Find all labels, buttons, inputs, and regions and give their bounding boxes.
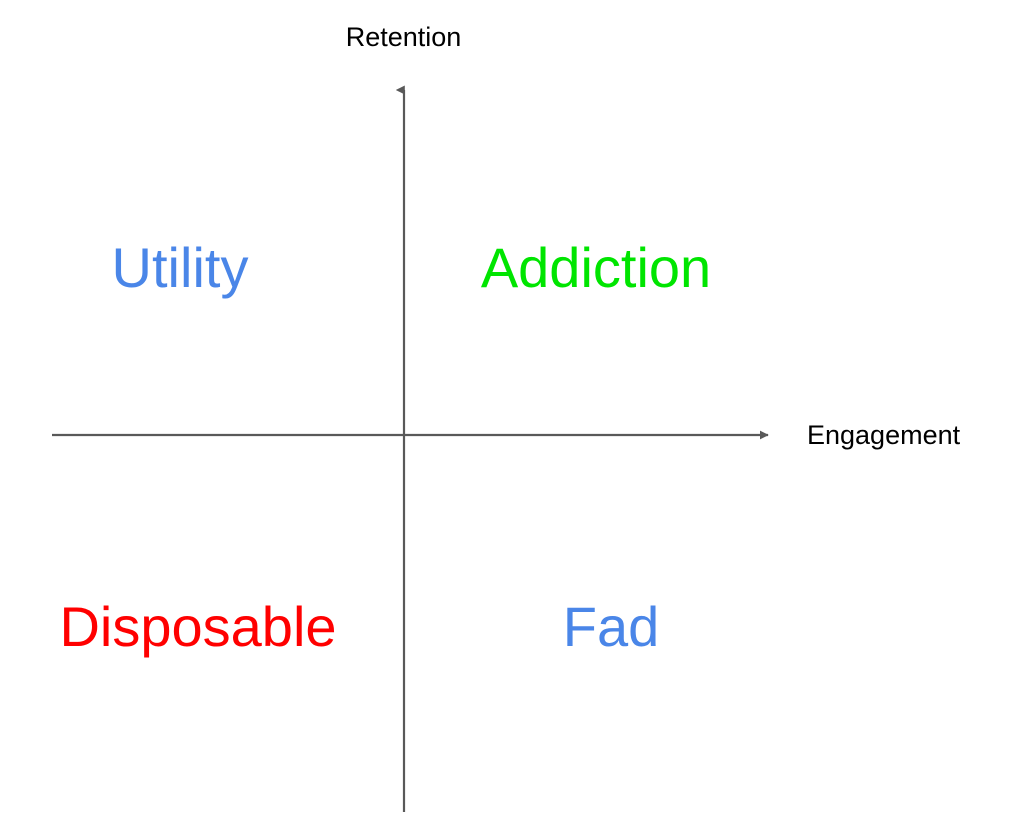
quadrant-label-disposable: Disposable [59, 595, 337, 658]
quadrant-label-fad: Fad [562, 595, 660, 658]
y-axis-label: Retention [345, 22, 462, 52]
x-axis-label: Engagement [807, 420, 961, 450]
quadrant-label-utility: Utility [111, 236, 249, 299]
quadrant-label-addiction: Addiction [480, 236, 712, 299]
